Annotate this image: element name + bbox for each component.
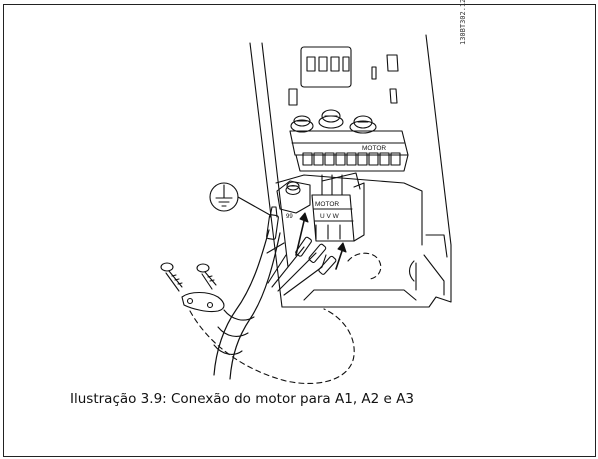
motor-cable bbox=[213, 206, 337, 380]
terminal-block-label: MOTOR bbox=[362, 145, 386, 152]
figure-caption: Ilustração 3.9: Conexão do motor para A1… bbox=[70, 391, 414, 407]
plug-terminals-label: U V W bbox=[320, 213, 340, 220]
motor-connection-drawing: 99 MOTOR MOTOR U V W bbox=[160, 34, 452, 385]
earth-terminal-number: 99 bbox=[286, 214, 293, 220]
motor-plug bbox=[311, 172, 365, 242]
clamp-screw-left bbox=[160, 262, 183, 292]
plug-label: MOTOR bbox=[315, 201, 339, 208]
clamp-dashed-path bbox=[189, 308, 355, 385]
clamp-screw-right bbox=[196, 263, 217, 290]
plug-dashed-ring bbox=[347, 252, 382, 280]
top-screw-3 bbox=[349, 115, 377, 134]
earth-terminal bbox=[276, 180, 311, 214]
protective-earth-icon bbox=[209, 182, 271, 216]
top-screw-2 bbox=[318, 109, 344, 129]
figure-frame: 99 MOTOR MOTOR U V W 130BT302.12 Ilustra… bbox=[3, 0, 596, 457]
drive-chassis bbox=[249, 34, 452, 308]
cable-clamp bbox=[181, 291, 225, 313]
mains-terminal-block bbox=[302, 152, 401, 166]
drawing-code: 130BT302.12 bbox=[459, 0, 467, 45]
upper-connector bbox=[300, 46, 352, 88]
top-screw-1 bbox=[290, 115, 314, 133]
